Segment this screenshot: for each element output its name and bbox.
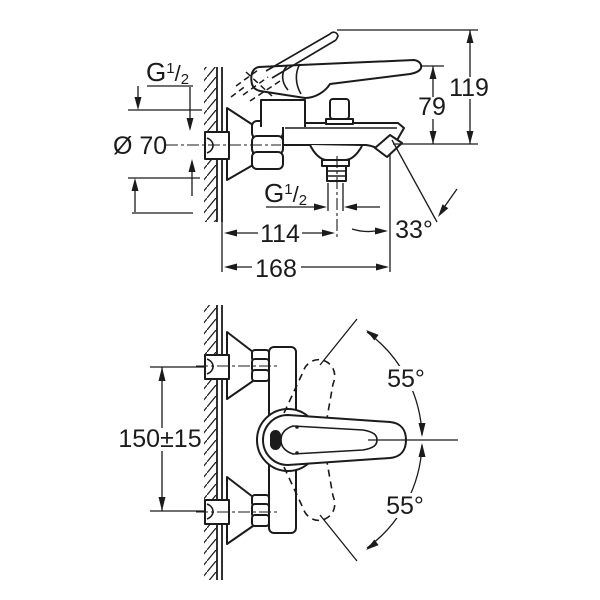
label-mask <box>384 366 429 391</box>
dim-spout-angle: 33° <box>395 216 433 244</box>
wall-section-plan <box>204 305 223 580</box>
arrowhead <box>186 118 194 131</box>
hex-nut-top-3 <box>251 369 270 382</box>
dim-lever-height: 79 <box>418 93 446 121</box>
escutcheon-bottom <box>226 476 254 545</box>
label-mask <box>417 97 448 119</box>
lever-phantom-lower <box>283 461 336 522</box>
lever-handle-plan <box>262 414 407 466</box>
cartridge-housing <box>260 99 306 127</box>
dim-outlet-thread: G1/2 <box>264 178 307 209</box>
arrowhead <box>134 97 142 110</box>
faucet-plan <box>196 331 458 545</box>
arrowhead <box>131 178 139 191</box>
raised-lever-tip <box>329 31 339 41</box>
faucet-side <box>166 31 423 237</box>
lever-dot <box>295 425 299 429</box>
dim-outlet-offset: 114 <box>260 220 300 248</box>
arrowhead <box>376 263 389 271</box>
dim-swing-lower: 55° <box>386 492 424 520</box>
wall-surface-lines <box>216 305 223 580</box>
dim-connection-centers: 150±15 <box>118 425 201 453</box>
side-view-dimensions: G1/2 Ø 70 119 79 G1/2 114 <box>113 29 489 283</box>
arrowhead <box>344 203 357 211</box>
arrowhead <box>366 330 379 341</box>
ext-lines-outlet <box>327 183 344 211</box>
arrowhead <box>188 159 196 172</box>
dim-wall-thread: G1/2 <box>146 57 189 88</box>
arrowhead <box>322 229 335 237</box>
thread-dim-shafts <box>134 86 193 212</box>
arrowhead <box>375 227 388 235</box>
plan-view: 150±15 55° 55° <box>117 305 458 580</box>
arrowhead <box>418 443 426 457</box>
arrowhead <box>224 229 237 237</box>
angle-leaders <box>351 188 458 233</box>
lever-inner-outline <box>280 425 378 455</box>
ext-lines-connections <box>150 366 206 512</box>
arrowhead <box>418 423 426 437</box>
lever-grip-curve-1 <box>281 65 289 91</box>
dim-total-projection: 168 <box>255 255 297 283</box>
arrowhead <box>429 66 437 79</box>
arrowhead <box>366 539 379 550</box>
arrowhead <box>429 131 437 144</box>
arrowhead <box>224 263 237 271</box>
arrowhead <box>314 203 327 211</box>
dim-escutcheon-diameter: Ø 70 <box>113 132 167 160</box>
dim-total-height: 119 <box>449 74 489 102</box>
lever-dot <box>295 451 299 455</box>
escutcheon-side <box>226 107 254 181</box>
raised-lever-hidden-edges <box>230 69 281 102</box>
hex-nut-band-3 <box>251 151 284 170</box>
dim-swing-upper: 55° <box>387 365 425 393</box>
wall-hatching <box>204 305 217 580</box>
lever-raised-phantom <box>230 31 339 102</box>
side-view: G1/2 Ø 70 119 79 G1/2 114 <box>113 29 489 283</box>
arrowhead <box>466 30 474 43</box>
raised-lever-edges <box>265 33 337 79</box>
diverter-knob <box>329 98 350 120</box>
outlet-dome <box>309 144 363 161</box>
arrowhead <box>158 497 166 511</box>
arrowhead <box>158 367 166 381</box>
label-mask <box>117 428 204 451</box>
plan-view-dimensions: 150±15 55° 55° <box>117 318 429 562</box>
lever-phantom-upper <box>283 358 336 419</box>
label-mask <box>383 493 428 518</box>
spout-angle-line <box>391 139 438 223</box>
arrowhead <box>438 204 449 217</box>
label-mask <box>449 77 489 99</box>
connection-centerlines <box>196 365 280 513</box>
lever-grip-curve-2 <box>295 63 302 95</box>
wall-union-nut-top <box>204 354 230 380</box>
lever-front-mark <box>270 430 281 450</box>
spout-aerator <box>374 134 403 158</box>
hex-nut-bottom-3 <box>251 514 270 527</box>
swing-ext-lines <box>319 318 358 562</box>
arrowhead <box>466 131 474 144</box>
